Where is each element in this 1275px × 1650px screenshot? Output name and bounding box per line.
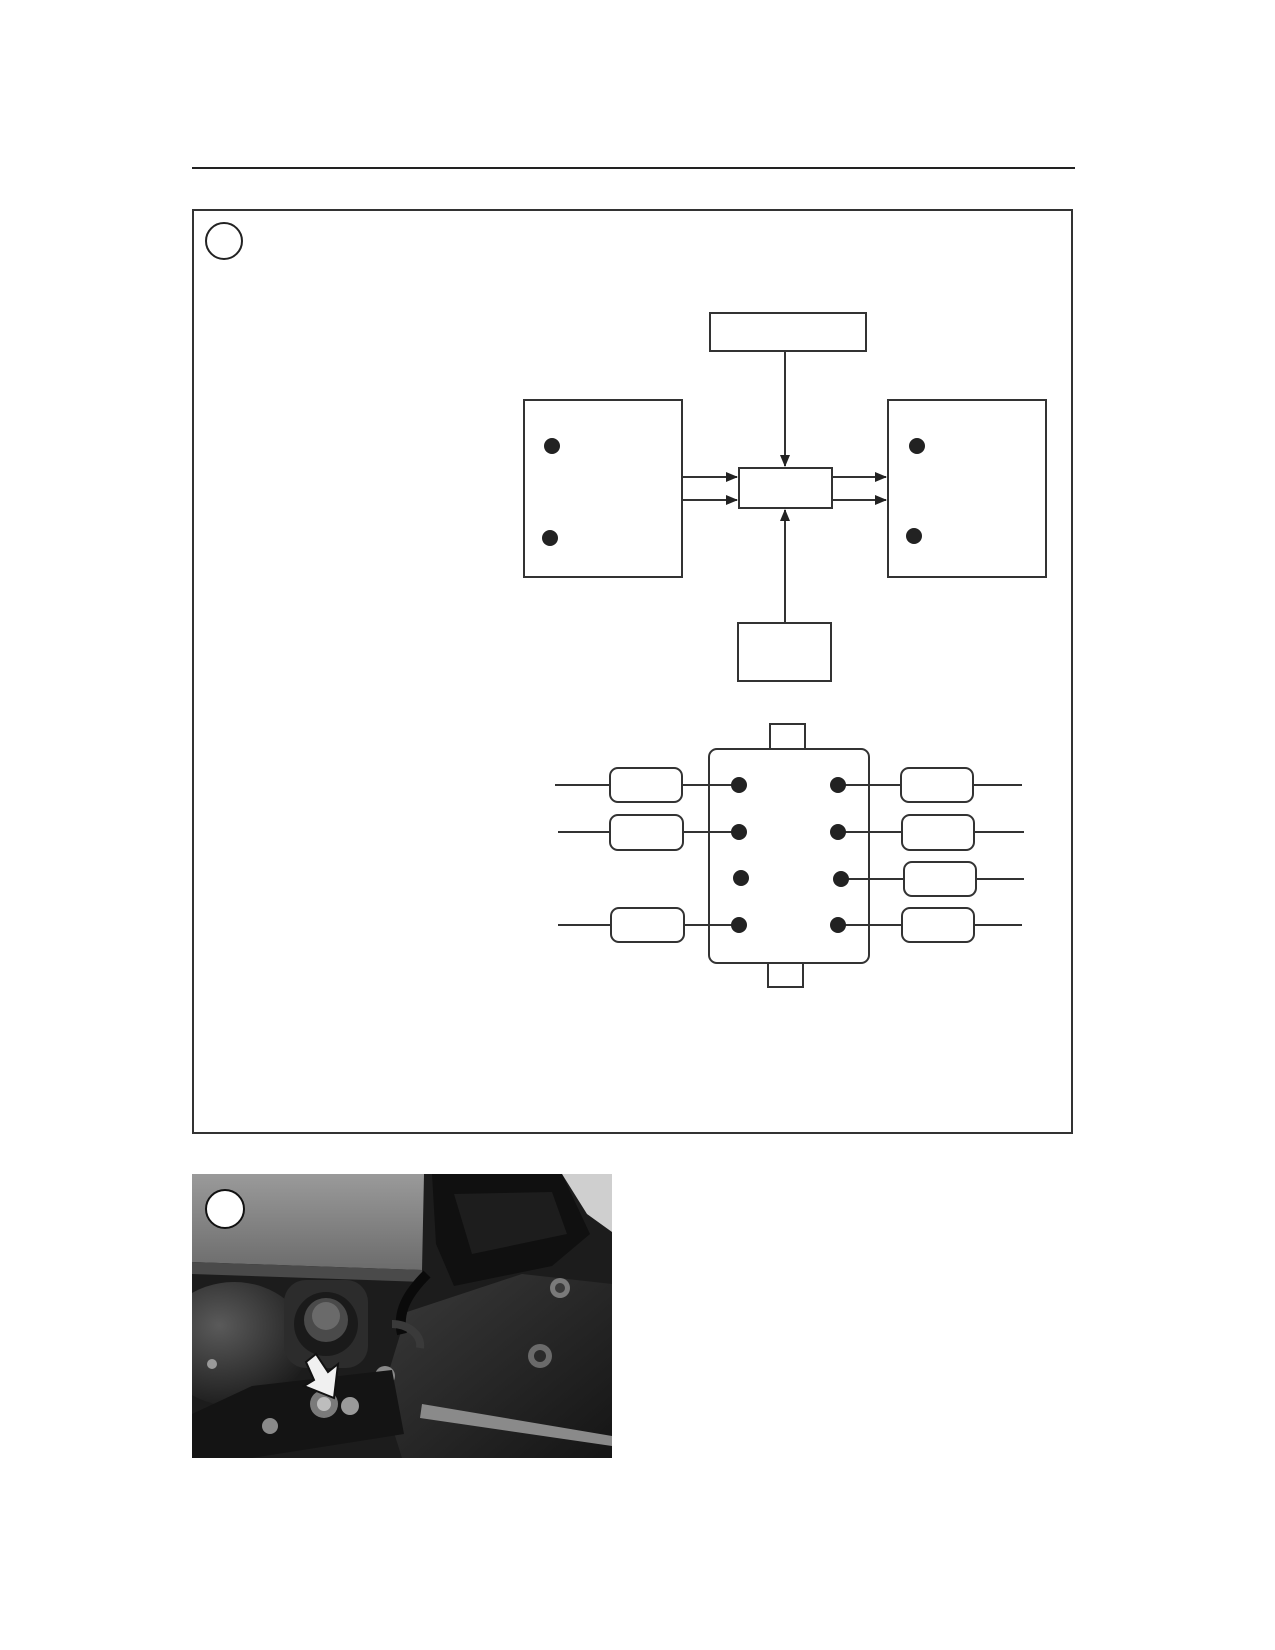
figure-1-badge	[205, 222, 243, 260]
top-block	[709, 312, 867, 352]
right-lead-tag-3	[903, 861, 977, 897]
center-block	[738, 467, 833, 509]
connector-pin-right-1	[830, 777, 846, 793]
left-block-terminal-1	[544, 438, 560, 454]
wiring-figure-frame	[192, 209, 1073, 1134]
left-block	[523, 399, 683, 578]
right-block-terminal-1	[909, 438, 925, 454]
connector-bottom-tab	[767, 962, 804, 988]
connector-pin-left-2	[731, 824, 747, 840]
right-block-terminal-2	[906, 528, 922, 544]
bottom-block	[737, 622, 832, 682]
connector-pin-left-3	[733, 870, 749, 886]
left-lead-tag-2	[609, 814, 684, 851]
connector-pin-right-2	[830, 824, 846, 840]
right-lead-tag-2	[901, 814, 975, 851]
left-block-terminal-2	[542, 530, 558, 546]
header-rule	[192, 167, 1075, 169]
connector-pin-right-3	[833, 871, 849, 887]
right-block	[887, 399, 1047, 578]
figure-2-badge	[205, 1189, 245, 1229]
engine-photo-render	[192, 1174, 612, 1458]
connector-pin-right-4	[830, 917, 846, 933]
down-arrow-icon	[301, 1352, 340, 1400]
connector-top-tab	[769, 723, 806, 750]
right-lead-tag-1	[900, 767, 974, 803]
left-lead-tag-3	[610, 907, 685, 943]
right-lead-tag-4	[901, 907, 975, 943]
left-lead-tag-1	[609, 767, 683, 803]
connector-pin-left-1	[731, 777, 747, 793]
connector-pin-left-4	[731, 917, 747, 933]
engine-photo	[192, 1174, 612, 1458]
